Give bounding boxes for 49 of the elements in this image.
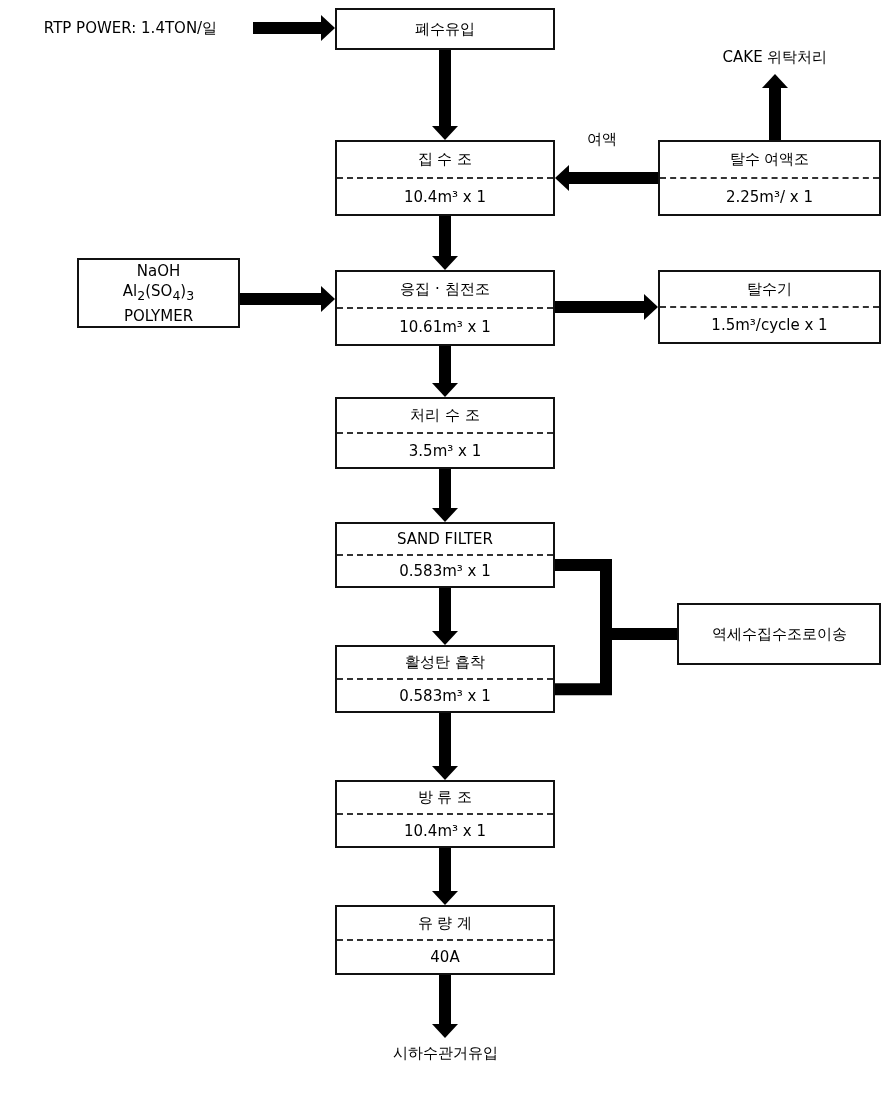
tank-capacity: 0.583m³ x 1: [399, 686, 491, 705]
tank-box: [335, 780, 555, 848]
tank-name: 방 류 조: [417, 788, 473, 807]
tank-capacity: 40A: [430, 948, 460, 966]
process-box: [335, 8, 555, 50]
tank-box: [658, 270, 881, 344]
tank-capacity: 1.5m³/cycle x 1: [711, 316, 828, 334]
tank-name: 집 수 조: [417, 150, 473, 169]
tank-capacity: 3.5m³ x 1: [408, 441, 482, 460]
arrow: [432, 469, 458, 522]
box-text: 폐수유입: [415, 19, 475, 39]
arrow: [432, 588, 458, 645]
arrow: [432, 848, 458, 905]
tank-box: [335, 905, 555, 975]
arrow: [432, 975, 458, 1038]
tank-name: 탈수기: [747, 279, 792, 299]
box-text: 역세수집수조로이송: [711, 624, 847, 644]
tank-name: 탈수 여액조: [729, 150, 810, 169]
tank-box: [335, 397, 555, 469]
tank-name: 유 량 계: [417, 913, 473, 933]
arrow: [432, 346, 458, 397]
tank-name: 활성탄 흡착: [405, 653, 485, 672]
tank-capacity: 10.4m³ x 1: [404, 187, 486, 206]
arrow: [240, 286, 335, 312]
tank-capacity: 2.25m³/ x 1: [725, 187, 813, 206]
tank-box: [335, 645, 555, 713]
tank-box: [335, 140, 555, 216]
tank-name: 응집 · 침전조: [400, 280, 490, 299]
arrow: [432, 216, 458, 270]
flow-text: RTP POWER: 1.4TON/일: [43, 18, 218, 38]
tank-name: SAND FILTER: [397, 530, 493, 548]
flow-text: CAKE 위탁처리: [722, 47, 828, 67]
flow-text: 시하수관거유입: [392, 1043, 498, 1063]
arrow: [555, 294, 658, 320]
tank-name: 처리 수 조: [410, 406, 480, 425]
process-box: [77, 258, 240, 328]
tank-box: [658, 140, 881, 216]
arrow: [253, 15, 335, 41]
tank-capacity: 0.583m³ x 1: [399, 562, 491, 580]
process-box: [677, 603, 881, 665]
arrow: [762, 74, 788, 140]
tank-box: [335, 270, 555, 346]
tank-capacity: 10.4m³ x 1: [404, 821, 486, 840]
box-text: NaOH Al$_{2}$(SO$_{4}$)$_{3}$ POLYMER: [121, 260, 196, 326]
tank-capacity: 10.61m³ x 1: [399, 317, 491, 336]
arrow: [555, 165, 658, 191]
tank-box: [335, 522, 555, 588]
arrow: [432, 50, 458, 140]
arrow: [432, 713, 458, 780]
